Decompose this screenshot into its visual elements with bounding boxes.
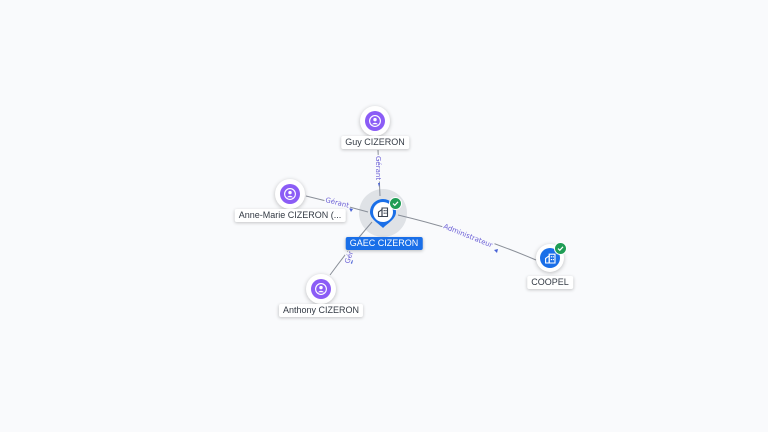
edge-label-gaec-coopel: Administrateur: [442, 222, 493, 249]
arrow-guy-gaec: [378, 183, 380, 187]
edge-label-anthony-gaec: Gér: [343, 250, 355, 265]
person-disc: [280, 184, 300, 204]
node-label-anthony[interactable]: Anthony CIZERON: [278, 304, 364, 317]
check-icon: [557, 246, 564, 252]
building-icon: [377, 207, 389, 218]
arrow-anne-marie-gaec: [349, 208, 353, 212]
node-label-gaec[interactable]: GAEC CIZERON: [345, 237, 423, 250]
person-icon: [284, 188, 296, 200]
verified-badge: [554, 242, 567, 255]
node-label-coopel[interactable]: COOPEL: [527, 276, 573, 289]
person-icon: [315, 283, 327, 295]
company-node-coopel[interactable]: [536, 242, 567, 272]
person-node-guy[interactable]: [360, 106, 390, 136]
node-label-guy[interactable]: Guy CIZERON: [341, 136, 409, 149]
person-node-anne-marie[interactable]: [275, 179, 305, 209]
edge-label-guy-gaec: Gérant: [374, 156, 382, 180]
edge-guy-gaec: [377, 149, 381, 197]
person-disc: [311, 279, 331, 299]
edge-anne-marie-gaec: [305, 195, 369, 213]
verified-badge: [389, 197, 402, 210]
edge-label-anne-marie-gaec: Gérant: [325, 196, 351, 210]
person-icon: [369, 115, 381, 127]
arrow-anthony-gaec: [349, 260, 353, 264]
person-disc: [365, 111, 385, 131]
building-icon: [544, 253, 556, 264]
node-label-anne-marie[interactable]: Anne-Marie CIZERON (...: [234, 209, 346, 222]
edge-gaec-coopel: [397, 214, 537, 261]
arrow-gaec-coopel: [494, 249, 498, 253]
person-node-anthony[interactable]: [306, 274, 336, 304]
check-icon: [392, 201, 399, 207]
